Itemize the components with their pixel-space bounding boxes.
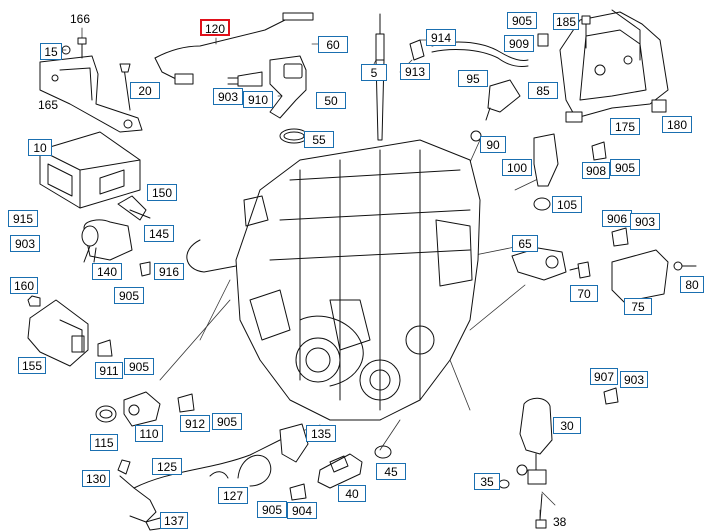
callout-127[interactable]: 127 <box>218 487 248 504</box>
label-165: 165 <box>38 98 59 112</box>
callout-185[interactable]: 185 <box>553 13 579 30</box>
label-38: 38 <box>553 515 567 529</box>
callout-914[interactable]: 914 <box>426 29 456 46</box>
label-166: 166 <box>70 12 91 26</box>
callout-70[interactable]: 70 <box>570 285 598 302</box>
sensor-65-drawing <box>511 227 697 303</box>
callout-125[interactable]: 125 <box>152 458 182 475</box>
callout-115[interactable]: 115 <box>90 434 118 451</box>
callout-160[interactable]: 160 <box>10 277 38 294</box>
callout-903-d[interactable]: 903 <box>620 371 648 388</box>
callout-5[interactable]: 5 <box>361 64 387 81</box>
callout-906[interactable]: 906 <box>602 210 632 227</box>
callout-85[interactable]: 85 <box>528 82 558 99</box>
sensor-100-drawing <box>470 130 607 211</box>
callout-180[interactable]: 180 <box>662 116 692 133</box>
callout-150[interactable]: 150 <box>147 184 177 201</box>
callout-915[interactable]: 915 <box>8 210 38 227</box>
callout-15[interactable]: 15 <box>40 43 62 60</box>
callout-903-c[interactable]: 903 <box>630 213 660 230</box>
callout-905-b[interactable]: 905 <box>610 159 640 176</box>
callout-40[interactable]: 40 <box>338 485 366 502</box>
callout-903-a[interactable]: 903 <box>213 88 243 105</box>
callout-75[interactable]: 75 <box>624 298 652 315</box>
callout-909[interactable]: 909 <box>504 35 534 52</box>
sensor-155-drawing <box>27 295 113 367</box>
callout-145[interactable]: 145 <box>144 225 174 242</box>
callout-135[interactable]: 135 <box>306 425 336 442</box>
callout-95[interactable]: 95 <box>458 70 488 87</box>
callout-140[interactable]: 140 <box>92 263 122 280</box>
callout-30[interactable]: 30 <box>553 417 581 434</box>
callout-911[interactable]: 911 <box>95 362 123 379</box>
callout-120[interactable]: 120 <box>200 19 230 36</box>
callout-20[interactable]: 20 <box>130 82 160 99</box>
callout-905-f[interactable]: 905 <box>257 501 287 518</box>
callout-65[interactable]: 65 <box>512 235 538 252</box>
engine-block-drawing <box>186 139 481 421</box>
callout-913[interactable]: 913 <box>400 63 430 80</box>
callout-903-b[interactable]: 903 <box>10 235 40 252</box>
callout-80[interactable]: 80 <box>680 276 704 293</box>
clip-95-drawing <box>431 33 549 121</box>
sensor-30-drawing <box>498 387 619 529</box>
callout-155[interactable]: 155 <box>18 357 46 374</box>
bracket-135-drawing <box>237 423 309 487</box>
callout-905-c[interactable]: 905 <box>114 287 144 304</box>
callout-137[interactable]: 137 <box>160 512 188 529</box>
callout-912[interactable]: 912 <box>180 415 210 432</box>
module-10-drawing <box>39 131 141 209</box>
valve-140-drawing <box>81 195 151 277</box>
bracket-165-drawing <box>39 37 143 133</box>
sensor-40-drawing <box>289 445 392 501</box>
callout-105[interactable]: 105 <box>552 196 582 213</box>
sensor-120-drawing <box>154 12 314 85</box>
callout-45[interactable]: 45 <box>376 463 406 480</box>
callout-910[interactable]: 910 <box>243 91 273 108</box>
callout-916[interactable]: 916 <box>154 263 184 280</box>
callout-175[interactable]: 175 <box>610 118 640 135</box>
callout-35[interactable]: 35 <box>474 473 500 490</box>
callout-130[interactable]: 130 <box>82 470 110 487</box>
callout-50[interactable]: 50 <box>316 92 346 109</box>
callout-905-a[interactable]: 905 <box>507 12 537 29</box>
callout-90[interactable]: 90 <box>480 136 506 153</box>
callout-55[interactable]: 55 <box>304 131 334 148</box>
callout-100[interactable]: 100 <box>502 159 532 176</box>
callout-908[interactable]: 908 <box>582 162 610 179</box>
sensor-50-drawing <box>227 39 331 119</box>
callout-10[interactable]: 10 <box>28 139 52 156</box>
callout-907[interactable]: 907 <box>590 368 618 385</box>
callout-905-d[interactable]: 905 <box>124 358 154 375</box>
callout-60[interactable]: 60 <box>318 36 348 53</box>
callout-905-e[interactable]: 905 <box>212 413 242 430</box>
harness-125-drawing <box>117 439 281 531</box>
sensor-110-drawing <box>95 391 195 427</box>
bracket-175-drawing <box>559 9 669 123</box>
glow-plug-5-drawing <box>375 13 425 141</box>
callout-110[interactable]: 110 <box>135 425 163 442</box>
callout-904[interactable]: 904 <box>287 502 317 519</box>
